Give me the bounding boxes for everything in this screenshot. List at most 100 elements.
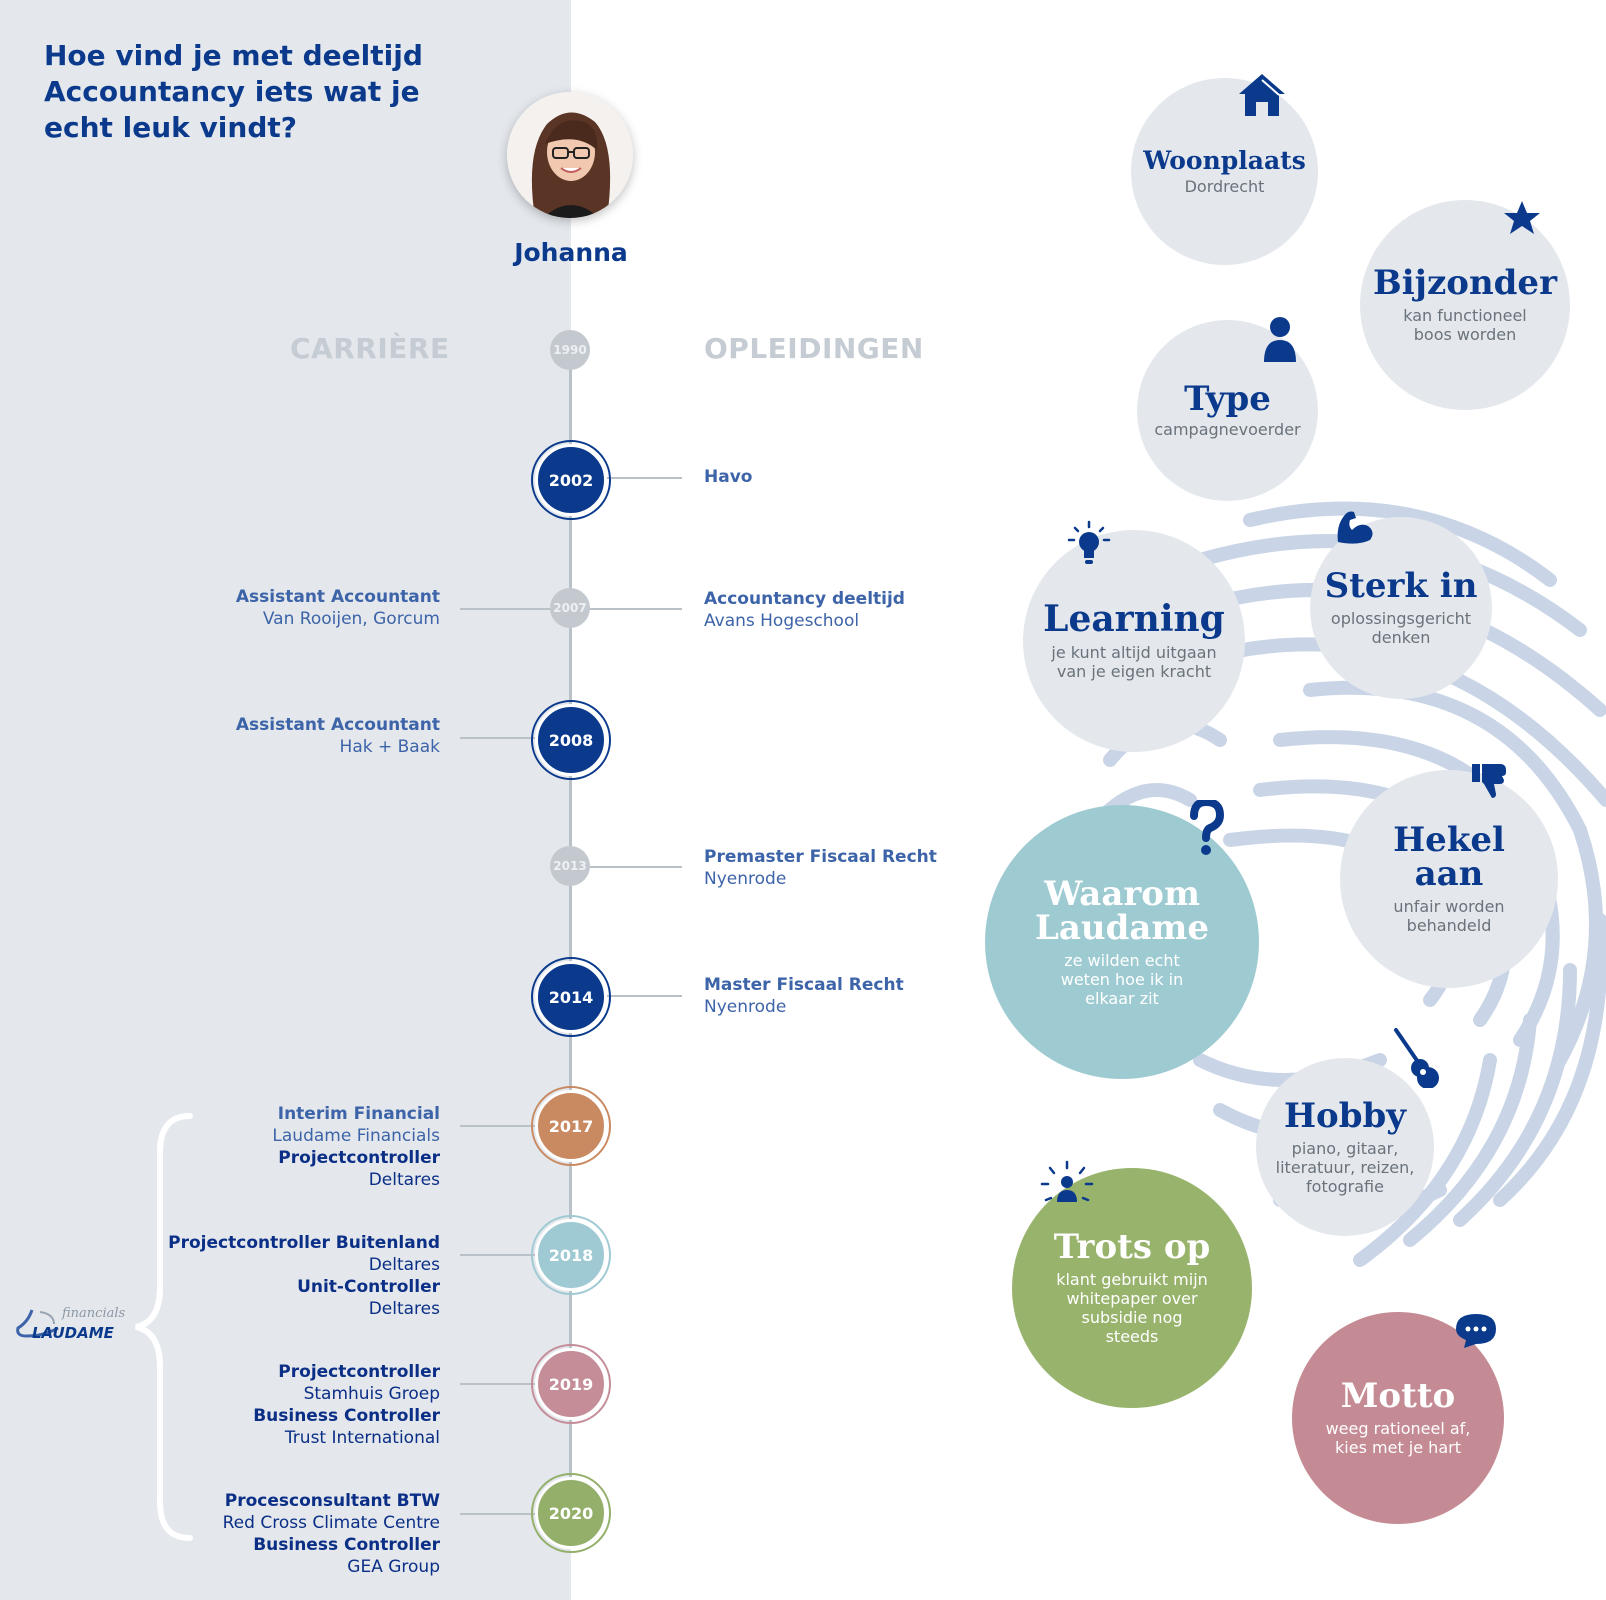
left-panel <box>0 0 571 1600</box>
bubble-waarom-laudame: Waarom Laudame ze wilden echt weten hoe … <box>985 805 1259 1079</box>
bubble-title: Hekel <box>1393 820 1505 860</box>
education-title: Accountancy deeltijd <box>704 589 905 609</box>
bubble-text: boos worden <box>1413 325 1517 344</box>
year-node-2007: 2007 <box>550 588 590 628</box>
bubble-text: unfair worden <box>1393 897 1505 916</box>
career-title: Assistant Accountant <box>235 715 440 735</box>
laudame-logo-mark-icon <box>16 1309 59 1338</box>
career-entry-2008: Assistant Accountant Hak + Baak <box>140 714 440 758</box>
bubble-text: klant gebruikt mijn <box>1056 1270 1208 1289</box>
career-heading: CARRIÈRE <box>290 332 450 365</box>
bubble-title: Hobby <box>1283 1095 1407 1136</box>
career-title-2: Unit-Controller <box>297 1277 440 1297</box>
bubble-text: Dordrecht <box>1184 176 1265 196</box>
education-title: Master Fiscaal Recht <box>704 975 904 995</box>
spotlight-person-icon <box>1040 1160 1094 1202</box>
career-title: Assistant Accountant <box>235 587 440 607</box>
education-org: Nyenrode <box>704 997 787 1017</box>
career-org: Deltares <box>368 1255 440 1275</box>
year-node-2018: 2018 <box>535 1219 607 1291</box>
home-icon <box>1239 74 1285 116</box>
connector-2018 <box>460 1254 570 1256</box>
bubble-title: Sterk in <box>1324 566 1478 606</box>
bubble-hobby: Hobby piano, gitaar, literatuur, reizen,… <box>1256 1058 1434 1236</box>
year-ring-2008 <box>531 700 611 780</box>
bubble-text: je kunt altijd uitgaan <box>1051 643 1217 662</box>
year-node-1990: 1990 <box>550 330 590 370</box>
page-title: Hoe vind je met deeltijd Accountancy iet… <box>44 39 423 144</box>
bubble-text: steeds <box>1105 1327 1159 1346</box>
connector-2008 <box>460 737 570 739</box>
career-org: Red Cross Climate Centre <box>222 1513 440 1533</box>
career-org-2: Deltares <box>368 1170 440 1190</box>
year-node-2019: 2019 <box>535 1348 607 1420</box>
bubble-text: literatuur, reizen, <box>1275 1157 1415 1177</box>
year-ring-2019 <box>531 1344 611 1424</box>
career-org-2: GEA Group <box>347 1557 440 1577</box>
connector-2019 <box>460 1383 570 1385</box>
bubble-text: piano, gitaar, <box>1291 1138 1399 1158</box>
bubble-text: subsidie nog <box>1081 1308 1183 1327</box>
education-org: Nyenrode <box>704 869 787 889</box>
education-heading: OPLEIDINGEN <box>704 332 924 365</box>
bubble-text: elkaar zit <box>1085 988 1159 1008</box>
thumbs-down-icon <box>1472 764 1506 798</box>
year-node-2014: 2014 <box>535 961 607 1033</box>
career-title: Interim Financial <box>277 1104 440 1124</box>
person-name: Johanna <box>514 238 628 267</box>
bubble-title: Trots op <box>1053 1227 1211 1267</box>
career-title-2: Business Controller <box>253 1406 440 1426</box>
education-entry-2007: Accountancy deeltijd Avans Hogeschool <box>704 588 984 632</box>
bubble-text: whitepaper over <box>1066 1289 1198 1308</box>
year-node-2017: 2017 <box>535 1090 607 1162</box>
bubble-motto: Motto weeg rationeel af, kies met je har… <box>1292 1312 1504 1524</box>
career-entry-2018: Projectcontroller Buitenland Deltares Un… <box>140 1232 440 1320</box>
career-org: Van Rooijen, Gorcum <box>262 609 440 629</box>
year-node-2013: 2013 <box>550 846 590 886</box>
education-entry-2002: Havo <box>704 466 984 488</box>
year-node-2020: 2020 <box>535 1477 607 1549</box>
career-title: Procesconsultant BTW <box>224 1491 440 1511</box>
year-node-2008: 2008 <box>535 704 607 776</box>
timeline-line <box>569 350 572 1513</box>
career-org: Hak + Baak <box>339 737 440 757</box>
career-org-2: Deltares <box>368 1299 440 1319</box>
brace-graphic <box>135 1113 193 1541</box>
year-ring-2014 <box>531 957 611 1037</box>
logo-tagline: financials <box>62 1306 126 1321</box>
bubble-trots-op: Trots op klant gebruikt mijn whitepaper … <box>1012 1168 1252 1408</box>
muscle-icon <box>1337 511 1373 544</box>
bubble-hekel-aan: Hekel aan unfair worden behandeld <box>1340 770 1558 988</box>
connector-2002 <box>570 477 682 479</box>
education-title: Havo <box>704 467 753 487</box>
bubble-title-2: Laudame <box>1034 907 1210 948</box>
education-entry-2014: Master Fiscaal Recht Nyenrode <box>704 974 984 1018</box>
year-ring-2017 <box>531 1086 611 1166</box>
bubble-title: Motto <box>1340 1376 1456 1416</box>
career-org-2: Trust International <box>284 1428 440 1448</box>
bubble-text: oplossingsgericht <box>1330 609 1472 628</box>
bubble-text: ze wilden echt <box>1064 950 1180 970</box>
bubble-text: behandeld <box>1406 916 1492 935</box>
logo-wordmark: LAUDAME <box>32 1324 114 1342</box>
education-entry-2013: Premaster Fiscaal Recht Nyenrode <box>704 846 984 890</box>
career-title: Projectcontroller <box>278 1362 440 1382</box>
bubble-bijzonder: Bijzonder kan functioneel boos worden <box>1360 200 1570 410</box>
bubble-text: kan functioneel <box>1403 306 1527 325</box>
career-entry-2007: Assistant Accountant Van Rooijen, Gorcum <box>140 586 440 630</box>
star-icon <box>1504 201 1540 234</box>
career-title-2: Projectcontroller <box>278 1148 440 1168</box>
chat-bubble-icon <box>1456 1314 1496 1348</box>
career-entry-2019: Projectcontroller Stamhuis Groep Busines… <box>140 1361 440 1449</box>
bubble-sterk-in: Sterk in oplossingsgericht denken <box>1310 517 1492 699</box>
bubble-title: Type <box>1184 379 1271 419</box>
bubble-title: Learning <box>1043 598 1225 640</box>
education-org: Avans Hogeschool <box>704 611 860 631</box>
lightbulb-icon <box>1067 520 1111 564</box>
bubble-text: weeg rationeel af, <box>1325 1419 1471 1438</box>
bubble-text: weten hoe ik in <box>1060 969 1184 989</box>
connector-2020 <box>460 1513 570 1515</box>
bubble-title: Woonplaats <box>1143 145 1306 175</box>
career-entry-2020: Procesconsultant BTW Red Cross Climate C… <box>140 1490 440 1578</box>
bubble-text: kies met je hart <box>1335 1438 1461 1457</box>
